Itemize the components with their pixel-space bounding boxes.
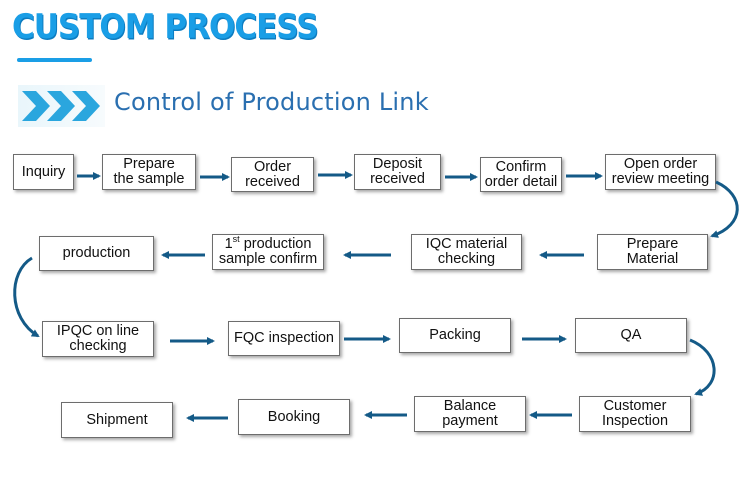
- arrow-qa-to-customer-inspection: [689, 338, 716, 396]
- step-label-line2: the sample: [113, 171, 185, 187]
- step-label-line2: order detail: [484, 173, 558, 190]
- step-booking: Booking: [238, 399, 350, 435]
- section-subtitle: Control of Production Link: [114, 88, 429, 116]
- page-title: CUSTOM PROCESS: [12, 8, 319, 47]
- step-label-line2: Material: [626, 251, 679, 267]
- step-label-line1: Customer: [603, 398, 667, 414]
- step-label-line2: received: [370, 171, 425, 187]
- step-label-line1: Prepare: [626, 236, 679, 252]
- step-label-line1: Order: [253, 158, 292, 175]
- step-label-line1: Confirm: [495, 158, 547, 175]
- step-packing: Packing: [399, 318, 511, 353]
- triple-chevron-right-icon: [18, 85, 105, 127]
- step-label-line2: checking: [437, 251, 496, 267]
- step-label-line1: IPQC on line: [56, 323, 140, 339]
- title-underline: [17, 58, 92, 62]
- step-label-line1: Open order: [623, 156, 698, 172]
- step-label-line1: Deposit: [372, 156, 423, 172]
- arrow-open-order-to-prepare-material: [710, 180, 739, 238]
- step-label-line1: IQC material: [425, 236, 508, 252]
- step-label: Packing: [429, 327, 481, 343]
- arrow-production-to-ipqc: [13, 256, 40, 338]
- step-label: production: [62, 245, 131, 261]
- step-label-line2: received: [245, 173, 300, 190]
- step-label-line2: review meeting: [611, 171, 710, 187]
- step-label-line1: Balance: [443, 398, 497, 414]
- step-label-line2: Inspection: [601, 413, 669, 429]
- step-label-line2: checking: [69, 338, 127, 354]
- step-label: FQC inspection: [234, 330, 334, 346]
- step-label: QA: [620, 327, 642, 343]
- step-label-line1: 1st production: [224, 234, 312, 252]
- step-fqc-inspection: FQC inspection: [228, 321, 340, 356]
- step-label: Booking: [267, 408, 321, 425]
- step-production: production: [39, 236, 154, 271]
- step-label-line1: Prepare: [123, 156, 175, 172]
- step-qa: QA: [575, 318, 687, 353]
- step-shipment: Shipment: [61, 402, 173, 438]
- step-label-line2: sample confirm: [218, 251, 318, 267]
- step-label: Inquiry: [21, 163, 66, 180]
- step-label-line2: payment: [442, 413, 498, 429]
- step-label: Shipment: [86, 411, 148, 428]
- step-first-production-sample: 1st production sample confirm: [212, 234, 324, 270]
- step-inquiry: Inquiry: [13, 154, 74, 190]
